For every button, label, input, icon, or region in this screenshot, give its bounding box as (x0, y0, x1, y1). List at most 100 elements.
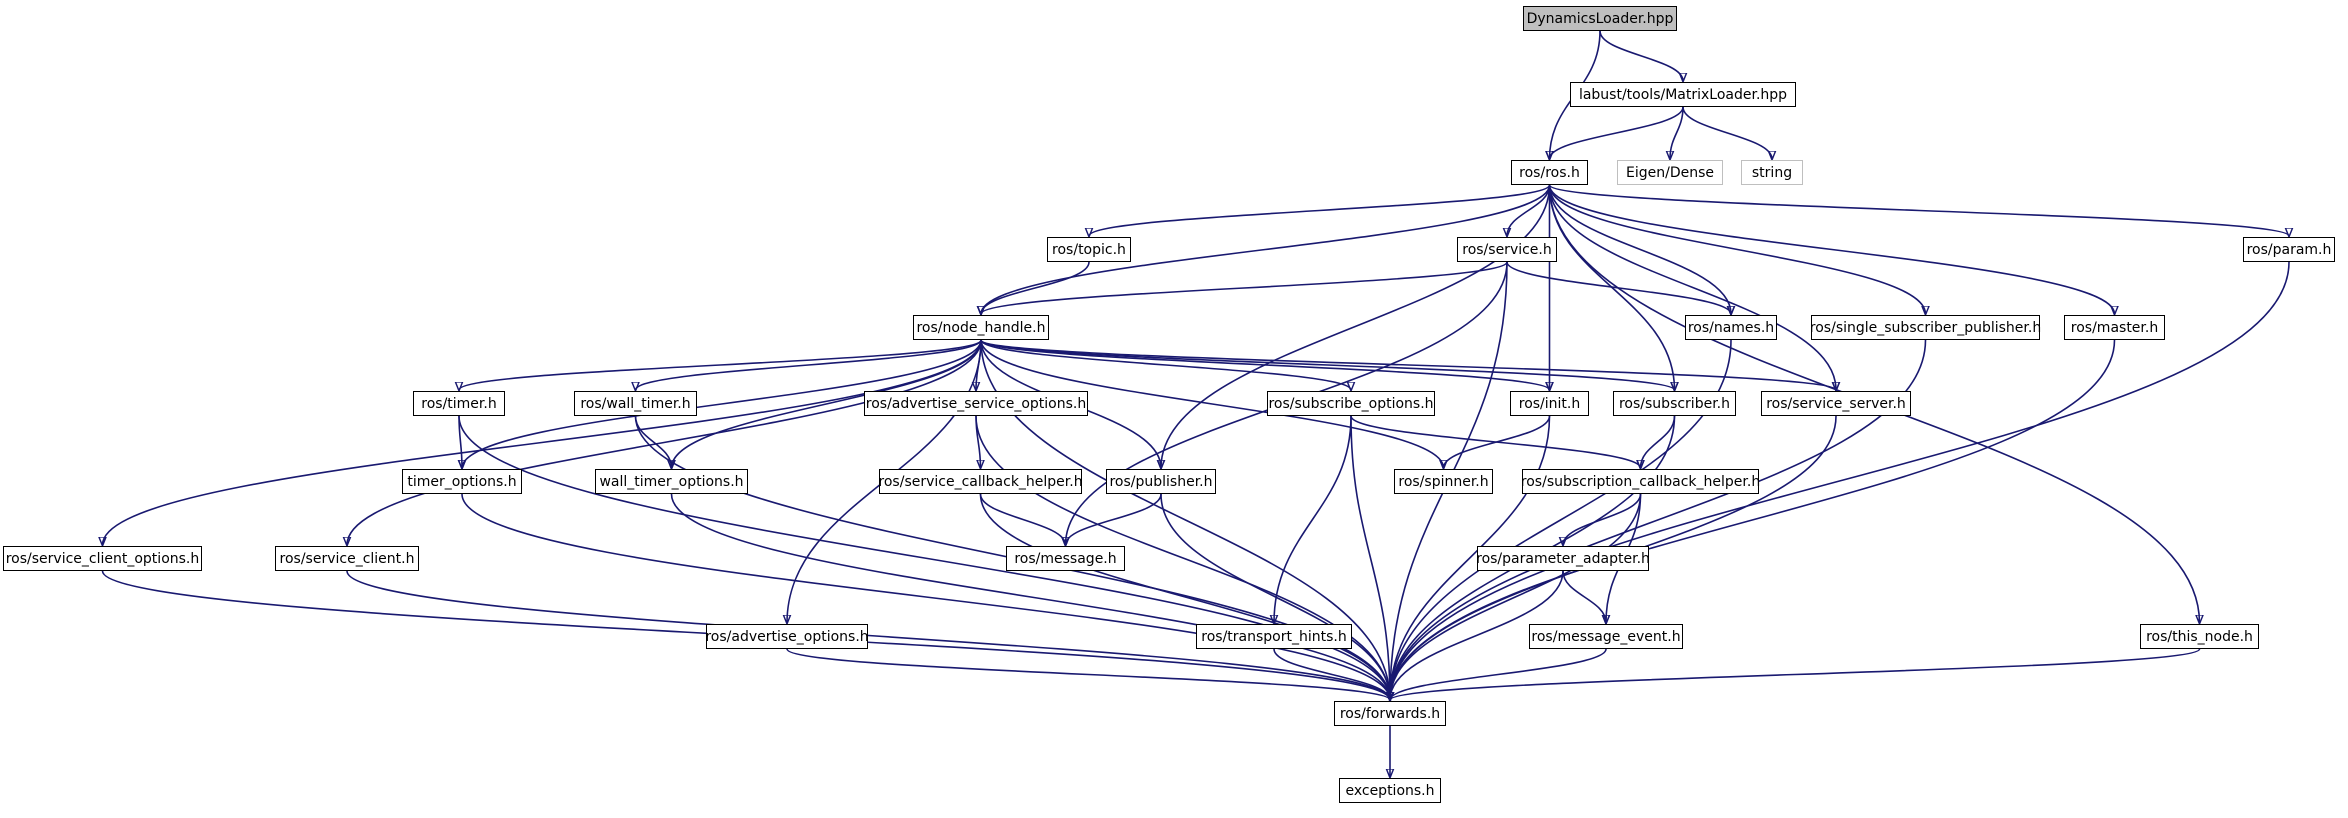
node-label: ros/service_server.h (1766, 395, 1906, 412)
node-label: ros/master.h (2070, 319, 2159, 336)
node-ros-node-handle[interactable]: ros/node_handle.h (913, 315, 1049, 340)
node-ros-advertise-service-options[interactable]: ros/advertise_service_options.h (864, 391, 1088, 416)
node-label: ros/wall_timer.h (580, 395, 691, 412)
node-label: ros/names.h (1687, 319, 1775, 336)
edge-ros_ros-to-ros_names (1548, 184, 1732, 314)
edge-timer_options-to-ros_forwards (461, 493, 1390, 700)
edge-ros_topic-to-ros_node_handle (981, 261, 1090, 314)
node-ros-init[interactable]: ros/init.h (1510, 391, 1589, 416)
edge-ros_ros-to-ros_topic (1089, 184, 1551, 236)
edge-ros_timer-to-ros_forwards (458, 415, 1390, 700)
node-ros-this-node[interactable]: ros/this_node.h (2140, 624, 2259, 649)
edge-matrix_loader-to-ros_ros (1550, 106, 1684, 159)
node-ros-advertise-options[interactable]: ros/advertise_options.h (705, 624, 869, 649)
edge-ros_subscription_cb_helper-to-ros_forwards (1390, 493, 1642, 700)
node-label: ros/service_client_options.h (5, 550, 200, 567)
node-label: ros/param.h (2246, 241, 2332, 258)
node-label: string (1751, 164, 1793, 181)
edge-wall_timer_options-to-ros_forwards (670, 493, 1391, 700)
node-ros-service[interactable]: ros/service.h (1457, 237, 1557, 262)
node-label: ros/subscriber.h (1618, 395, 1730, 412)
edge-ros_parameter_adapter-to-ros_forwards (1390, 570, 1564, 700)
node-ros-message-event[interactable]: ros/message_event.h (1529, 624, 1683, 649)
node-ros-service-callback-helper[interactable]: ros/service_callback_helper.h (878, 469, 1083, 494)
node-ros-subscription-callback-helper[interactable]: ros/subscription_callback_helper.h (1520, 469, 1761, 494)
node-label: ros/message_event.h (1531, 628, 1681, 645)
node-ros-transport-hints[interactable]: ros/transport_hints.h (1196, 624, 1352, 649)
edge-ros_ros-to-ros_single_sub_pub (1548, 184, 1926, 314)
node-ros-topic[interactable]: ros/topic.h (1047, 237, 1131, 262)
node-label: DynamicsLoader.hpp (1526, 10, 1674, 27)
edge-matrix_loader-to-eigen_dense (1670, 106, 1684, 159)
node-label: ros/spinner.h (1398, 473, 1489, 490)
node-ros-wall-timer[interactable]: ros/wall_timer.h (574, 391, 697, 416)
node-label: ros/init.h (1518, 395, 1581, 412)
node-ros-message[interactable]: ros/message.h (1006, 546, 1125, 571)
node-ros-service-server[interactable]: ros/service_server.h (1761, 391, 1911, 416)
node-ros-timer[interactable]: ros/timer.h (413, 391, 505, 416)
node-label: ros/single_subscriber_publisher.h (1809, 319, 2042, 336)
edge-ros_subscription_cb_helper-to-ros_parameter_adapter (1563, 493, 1642, 545)
node-label: exceptions.h (1345, 782, 1435, 799)
node-ros-forwards[interactable]: ros/forwards.h (1334, 701, 1446, 726)
node-label: ros/topic.h (1052, 241, 1126, 258)
edge-ros_ros-to-ros_service_server (1548, 184, 1837, 390)
edge-ros_node_handle-to-ros_timer (459, 339, 982, 390)
edge-ros_init-to-ros_spinner (1444, 415, 1551, 468)
edge-ros_node_handle-to-ros_subscribe_opts (980, 339, 1351, 390)
node-ros-names[interactable]: ros/names.h (1685, 315, 1777, 340)
edge-matrix_loader-to-string (1682, 106, 1772, 159)
node-label: ros/transport_hints.h (1201, 628, 1347, 645)
node-ros-subscriber[interactable]: ros/subscriber.h (1613, 391, 1736, 416)
edge-ros_param-to-ros_forwards (1390, 261, 2290, 700)
edge-ros_publisher-to-ros_message (1066, 493, 1162, 545)
node-label: ros/message.h (1014, 550, 1117, 567)
edge-ros_node_handle-to-ros_service_server (980, 339, 1836, 390)
node-label: Eigen/Dense (1626, 164, 1714, 181)
node-label: labust/tools/MatrixLoader.hpp (1578, 86, 1788, 103)
node-ros-parameter-adapter[interactable]: ros/parameter_adapter.h (1476, 546, 1650, 571)
node-label: ros/advertise_options.h (705, 628, 869, 645)
node-label: ros/service_callback_helper.h (878, 473, 1083, 490)
edge-ros_srv_cb_helper-to-ros_forwards (979, 493, 1391, 700)
node-label: ros/parameter_adapter.h (1476, 550, 1650, 567)
edge-ros_subscribe_opts-to-ros_transport_hints (1274, 415, 1352, 623)
edge-ros_srv_cb_helper-to-ros_message (979, 493, 1066, 545)
node-ros-service-client-options[interactable]: ros/service_client_options.h (3, 546, 202, 571)
node-label: ros/service.h (1462, 241, 1552, 258)
edge-ros_service-to-ros_names (1506, 261, 1731, 314)
node-dynamics-loader[interactable]: DynamicsLoader.hpp (1523, 6, 1677, 31)
node-wall-timer-options[interactable]: wall_timer_options.h (595, 469, 748, 494)
edge-ros_master-to-ros_forwards (1390, 339, 2116, 700)
edge-ros_node_handle-to-ros_subscriber (980, 339, 1675, 390)
node-timer-options[interactable]: timer_options.h (402, 469, 522, 494)
edge-ros_service_client-to-ros_forwards (346, 570, 1390, 700)
node-ros-ros[interactable]: ros/ros.h (1511, 160, 1588, 185)
edge-ros_init-to-ros_forwards (1390, 415, 1551, 700)
edge-ros_ros-to-ros_node_handle (981, 184, 1551, 314)
node-ros-single-subscriber-publisher[interactable]: ros/single_subscriber_publisher.h (1809, 315, 2042, 340)
node-ros-publisher[interactable]: ros/publisher.h (1106, 469, 1216, 494)
node-string[interactable]: string (1741, 160, 1803, 185)
node-label: ros/advertise_service_options.h (865, 395, 1087, 412)
node-ros-subscribe-options[interactable]: ros/subscribe_options.h (1267, 391, 1435, 416)
node-label: ros/subscription_callback_helper.h (1520, 473, 1761, 490)
edge-ros_parameter_adapter-to-ros_message_event (1562, 570, 1606, 623)
edge-ros_message_event-to-ros_forwards (1390, 648, 1607, 700)
node-matrix-loader[interactable]: labust/tools/MatrixLoader.hpp (1570, 82, 1796, 107)
edge-ros_node_handle-to-ros_init (980, 339, 1550, 390)
node-eigen-dense[interactable]: Eigen/Dense (1617, 160, 1723, 185)
edge-ros_subscribe_opts-to-ros_forwards (1350, 415, 1390, 700)
edge-ros_advertise_opts-to-ros_forwards (786, 648, 1390, 700)
edge-ros_node_handle-to-ros_srv_client_opts (103, 339, 982, 545)
edge-dynamics_loader-to-matrix_loader (1599, 30, 1683, 81)
node-exceptions[interactable]: exceptions.h (1339, 778, 1441, 803)
node-ros-service-client[interactable]: ros/service_client.h (275, 546, 419, 571)
node-ros-master[interactable]: ros/master.h (2064, 315, 2165, 340)
node-label: wall_timer_options.h (599, 473, 744, 490)
node-ros-spinner[interactable]: ros/spinner.h (1394, 469, 1493, 494)
node-ros-param[interactable]: ros/param.h (2243, 237, 2335, 262)
edge-ros_node_handle-to-ros_wall_timer (636, 339, 982, 390)
